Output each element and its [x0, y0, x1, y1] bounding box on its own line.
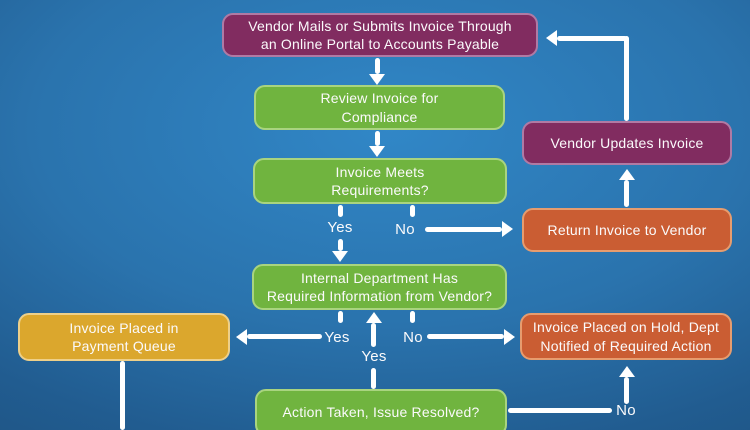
node-return-invoice-to-vendor-label: Return Invoice to Vendor	[547, 221, 707, 238]
node-action-taken-resolved: Action Taken, Issue Resolved?	[255, 389, 507, 430]
arrow-action-yes-head-icon	[366, 312, 382, 323]
node-invoice-meets-requirements-label: Invoice Meets Requirements?	[331, 163, 429, 198]
node-review-invoice-label: Review Invoice for Compliance	[320, 90, 439, 125]
arrow-review-to-meets-head-icon	[369, 146, 385, 157]
edge-label-action-no: No	[616, 402, 636, 419]
node-invoice-placed-on-hold: Invoice Placed on Hold, Dept Notified of…	[520, 313, 732, 360]
branch-meets-no-stub	[410, 205, 415, 217]
branch-internal-no-shaft	[427, 334, 504, 339]
arrow-action-no-head-icon	[619, 366, 635, 377]
arrow-action-no-vshaft	[624, 377, 629, 404]
arrow-vendor-to-review-shaft	[375, 58, 380, 74]
node-vendor-mails-invoice: Vendor Mails or Submits Invoice Through …	[222, 13, 538, 57]
arrow-updates-to-vendor-vshaft	[624, 36, 629, 121]
arrow-action-yes-lower-shaft	[371, 368, 376, 389]
node-invoice-payment-queue-label: Invoice Placed in Payment Queue	[69, 319, 179, 354]
branch-meets-yes-stub	[338, 205, 343, 217]
branch-meets-no-head-icon	[502, 221, 513, 237]
arrow-action-no-hshaft	[508, 408, 612, 413]
branch-meets-yes-shaft	[338, 239, 343, 251]
node-review-invoice: Review Invoice for Compliance	[254, 85, 505, 130]
branch-internal-no-head-icon	[504, 329, 515, 345]
branch-meets-yes-head-icon	[332, 251, 348, 262]
edge-label-internal-no: No	[403, 329, 423, 346]
node-invoice-meets-requirements: Invoice Meets Requirements?	[253, 158, 507, 204]
node-action-taken-resolved-label: Action Taken, Issue Resolved?	[282, 404, 480, 421]
edge-label-meets-no: No	[395, 221, 415, 238]
edge-label-action-yes: Yes	[361, 348, 387, 365]
arrow-updates-to-vendor-hshaft	[557, 36, 627, 41]
edge-label-meets-yes: Yes	[327, 219, 353, 236]
node-internal-dept-has-info: Internal Department Has Required Informa…	[252, 264, 507, 310]
branch-internal-yes-stub	[338, 311, 343, 323]
arrow-vendor-to-review-head-icon	[369, 74, 385, 85]
node-internal-dept-has-info-label: Internal Department Has Required Informa…	[266, 269, 493, 304]
arrow-action-yes-upper-shaft	[371, 323, 376, 347]
node-vendor-mails-invoice-label: Vendor Mails or Submits Invoice Through …	[248, 17, 512, 52]
arrow-updates-to-vendor-head-icon	[546, 30, 557, 46]
node-vendor-updates-invoice: Vendor Updates Invoice	[522, 121, 732, 165]
branch-meets-no-shaft	[425, 227, 502, 232]
arrow-return-to-updates-head-icon	[619, 169, 635, 180]
edge-label-internal-yes: Yes	[324, 329, 350, 346]
node-invoice-placed-on-hold-label: Invoice Placed on Hold, Dept Notified of…	[532, 319, 720, 354]
branch-internal-yes-head-icon	[236, 329, 247, 345]
node-invoice-payment-queue: Invoice Placed in Payment Queue	[18, 313, 230, 361]
line-payment-queue-down	[120, 361, 125, 430]
node-return-invoice-to-vendor: Return Invoice to Vendor	[522, 208, 732, 252]
arrow-review-to-meets-shaft	[375, 131, 380, 146]
branch-internal-no-stub	[410, 311, 415, 323]
arrow-return-to-updates-shaft	[624, 180, 629, 207]
node-vendor-updates-invoice-label: Vendor Updates Invoice	[550, 134, 704, 151]
branch-internal-yes-shaft	[247, 334, 322, 339]
